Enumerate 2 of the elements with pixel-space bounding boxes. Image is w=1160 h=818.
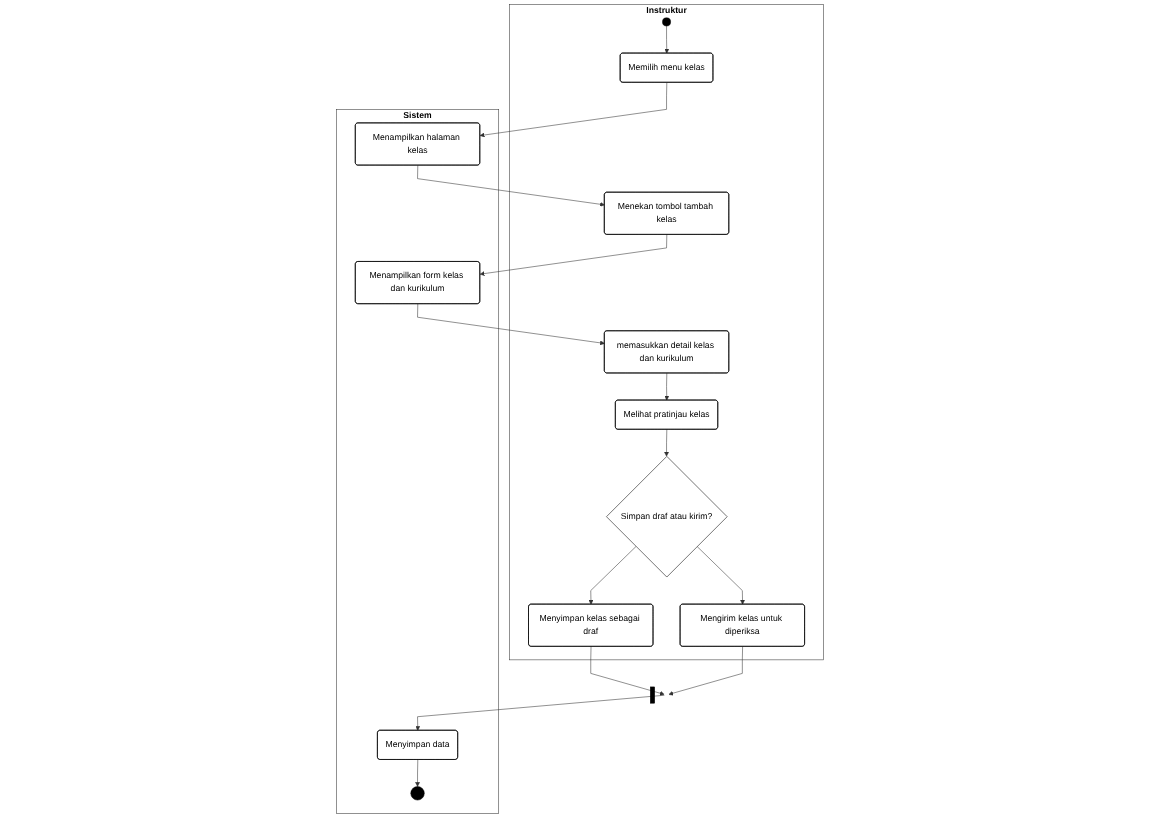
node-bar bbox=[650, 686, 655, 704]
node-circle bbox=[662, 17, 671, 27]
